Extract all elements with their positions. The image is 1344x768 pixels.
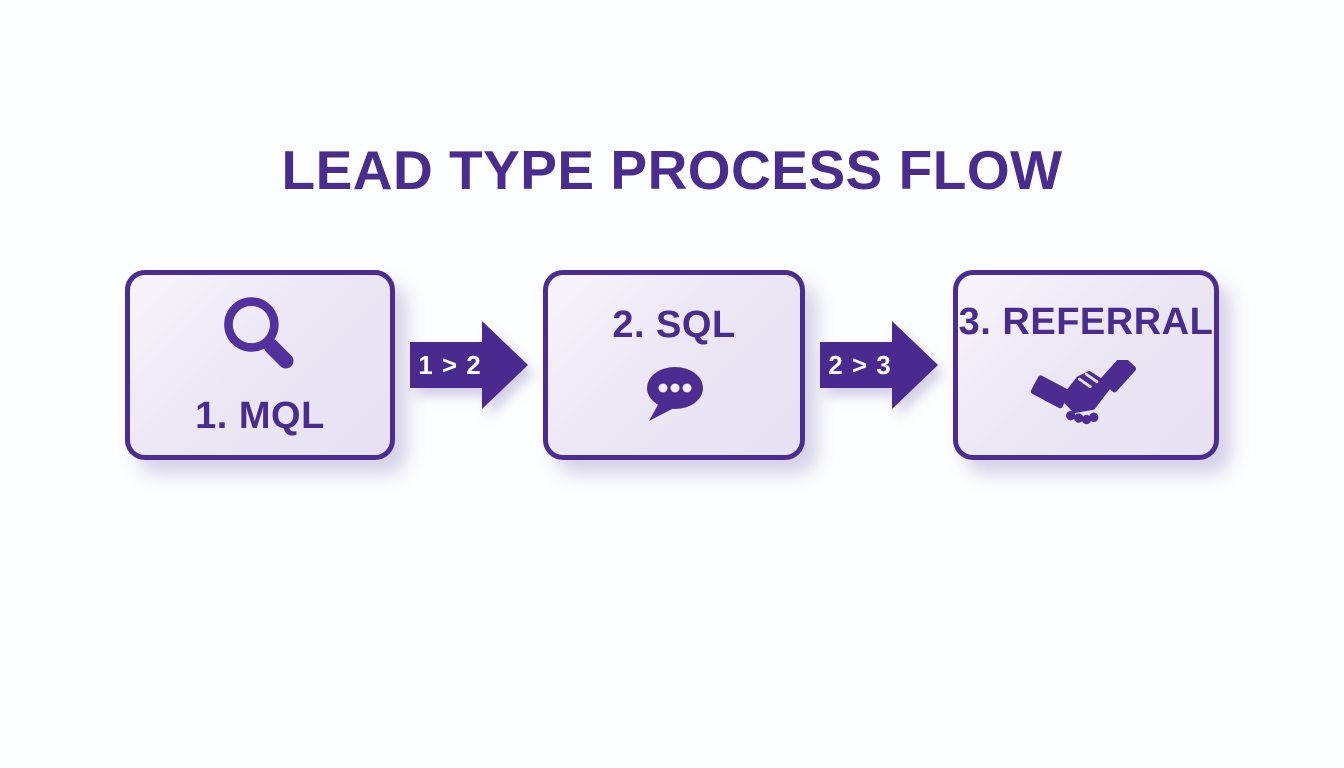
step-card-mql: 1. MQL xyxy=(125,270,395,460)
arrow-shaft: 2 > 3 xyxy=(820,342,892,388)
page-title: LEAD TYPE PROCESS FLOW xyxy=(281,139,1063,201)
process-flow-row: 1. MQL 1 > 2 2. SQL xyxy=(125,270,1219,460)
step-label: 1. MQL xyxy=(195,394,325,437)
arrow-head-icon xyxy=(482,321,528,409)
magnifier-icon xyxy=(217,293,303,379)
step-label: 3. REFERRAL xyxy=(958,300,1214,343)
arrow-shaft: 1 > 2 xyxy=(410,342,482,388)
flow-arrow-2-3: 2 > 3 xyxy=(820,321,938,409)
arrow-label: 1 > 2 xyxy=(418,349,482,380)
flow-arrow-1-2: 1 > 2 xyxy=(410,321,528,409)
handshake-icon xyxy=(1030,359,1142,430)
step-label: 2. SQL xyxy=(612,303,736,346)
arrow-head-icon xyxy=(892,321,938,409)
step-card-sql: 2. SQL xyxy=(543,270,805,460)
step-card-referral: 3. REFERRAL xyxy=(953,270,1219,460)
arrow-label: 2 > 3 xyxy=(828,349,892,380)
speech-bubble-icon xyxy=(634,363,714,427)
